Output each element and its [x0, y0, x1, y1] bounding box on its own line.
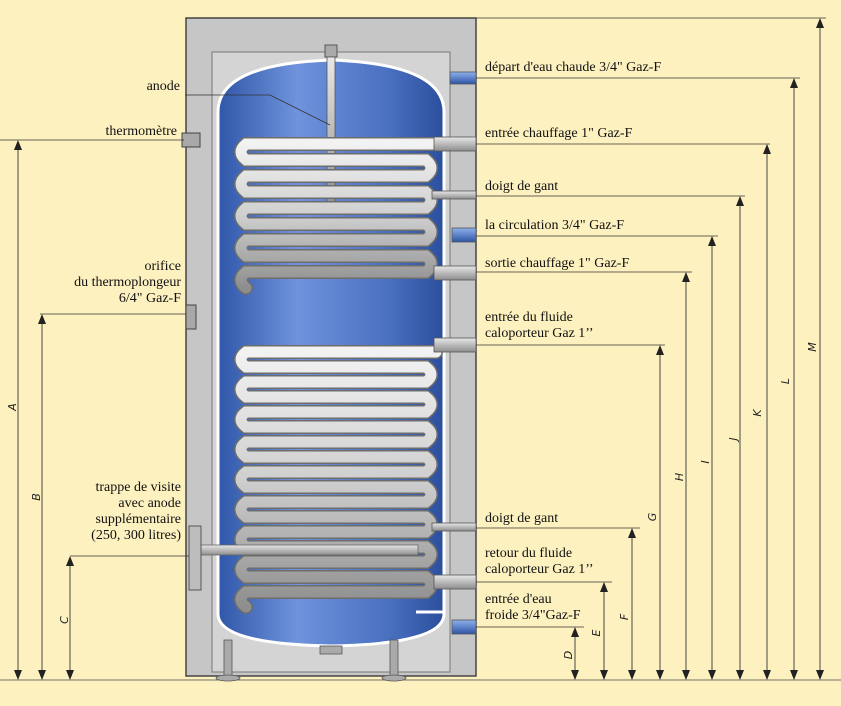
- dim-arrow-M-head: [816, 670, 824, 680]
- leader-lines: [0, 17, 826, 628]
- dim-arrow-A-head: [14, 670, 22, 680]
- dim-D: D: [562, 650, 575, 660]
- label-hot-water-outlet: départ d'eau chaude 3/4" Gaz-F: [485, 60, 662, 75]
- label-fluid-return: retour du fluide caloporteur Gaz 1’’: [485, 546, 594, 578]
- dim-arrow-J-head: [736, 196, 744, 206]
- label-fluid-return-line2: caloporteur Gaz 1’’: [485, 562, 594, 577]
- dim-E: E: [590, 629, 603, 637]
- dim-arrow-J-head: [736, 670, 744, 680]
- lower-coil: [234, 345, 443, 614]
- label-immersion-line2: du thermoplongeur: [74, 275, 181, 290]
- dim-K: K: [751, 409, 764, 417]
- label-immersion-line3: 6/4" Gaz-F: [118, 291, 181, 306]
- dim-arrow-K-head: [763, 144, 771, 154]
- dim-G: G: [646, 512, 659, 522]
- label-fluid-inlet-line1: entrée du fluide: [485, 310, 573, 325]
- dim-J: J: [727, 437, 740, 441]
- dim-arrow-L-head: [790, 78, 798, 88]
- dim-arrow-G-head: [656, 670, 664, 680]
- dim-arrow-I-head: [708, 236, 716, 246]
- label-cold-water-line1: entrée d'eau: [485, 592, 552, 607]
- label-hatch-line4: (250, 300 litres): [91, 528, 181, 543]
- dim-arrow-D-head: [571, 627, 579, 637]
- dim-F: F: [618, 613, 631, 621]
- dim-B: B: [30, 493, 43, 501]
- upper-coil: [234, 137, 443, 295]
- right-connections: [431, 71, 477, 635]
- visit-hatch: [188, 525, 202, 591]
- dim-arrow-L-head: [790, 670, 798, 680]
- label-sensor-well-1: doigt de gant: [485, 179, 559, 194]
- immersion-heater-port: [185, 304, 197, 330]
- coil-turns: [235, 346, 442, 613]
- label-fluid-inlet-line2: caloporteur Gaz 1’’: [485, 326, 594, 341]
- dim-arrow-C-head: [66, 556, 74, 566]
- label-circulation: la circulation 3/4" Gaz-F: [485, 218, 625, 233]
- label-immersion-heater: orifice du thermoplongeur 6/4" Gaz-F: [74, 259, 181, 307]
- dim-A: A: [6, 403, 19, 411]
- dim-L: L: [779, 377, 792, 385]
- dim-C: C: [58, 616, 71, 624]
- label-hatch-line1: trappe de visite: [95, 480, 181, 495]
- label-fluid-inlet: entrée du fluide caloporteur Gaz 1’’: [485, 310, 594, 342]
- label-hatch-line2: avec anode: [118, 496, 181, 511]
- label-anode: anode: [146, 79, 180, 94]
- dim-arrow-G-head: [656, 345, 664, 355]
- anode-cap: [324, 44, 338, 58]
- label-hatch-line3: supplémentaire: [95, 512, 181, 527]
- dim-arrow-C-head: [66, 670, 74, 680]
- thermometer-fitting: [181, 132, 201, 148]
- label-cold-water-inlet: entrée d'eau froide 3/4"Gaz-F: [485, 592, 581, 624]
- dim-arrow-A-head: [14, 140, 22, 150]
- label-fluid-return-line1: retour du fluide: [485, 546, 573, 561]
- dim-M: M: [806, 342, 819, 352]
- label-heating-outlet: sortie chauffage 1" Gaz-F: [485, 256, 630, 271]
- dim-arrow-I-head: [708, 670, 716, 680]
- dim-arrow-H-head: [682, 272, 690, 282]
- label-visit-hatch: trappe de visite avec anode supplémentai…: [91, 480, 181, 544]
- label-heating-inlet: entrée chauffage 1" Gaz-F: [485, 126, 633, 141]
- label-thermometer: thermomètre: [105, 124, 177, 139]
- dim-arrow-D-head: [571, 670, 579, 680]
- label-cold-water-line2: froide 3/4"Gaz-F: [485, 608, 581, 623]
- dim-arrow-E-head: [600, 670, 608, 680]
- feet: [215, 639, 407, 682]
- hatch-rod: [197, 544, 419, 556]
- dim-arrow-M-head: [816, 18, 824, 28]
- dim-H: H: [673, 472, 686, 482]
- coil-turns: [235, 138, 442, 294]
- label-immersion-line1: orifice: [144, 259, 181, 274]
- dim-arrow-B-head: [38, 670, 46, 680]
- dim-I: I: [699, 460, 712, 464]
- dim-arrow-F-head: [628, 670, 636, 680]
- label-sensor-well-2: doigt de gant: [485, 511, 559, 526]
- dim-arrow-E-head: [600, 582, 608, 592]
- dim-arrow-B-head: [38, 314, 46, 324]
- dim-arrow-K-head: [763, 670, 771, 680]
- dim-arrow-H-head: [682, 670, 690, 680]
- dim-arrow-F-head: [628, 528, 636, 538]
